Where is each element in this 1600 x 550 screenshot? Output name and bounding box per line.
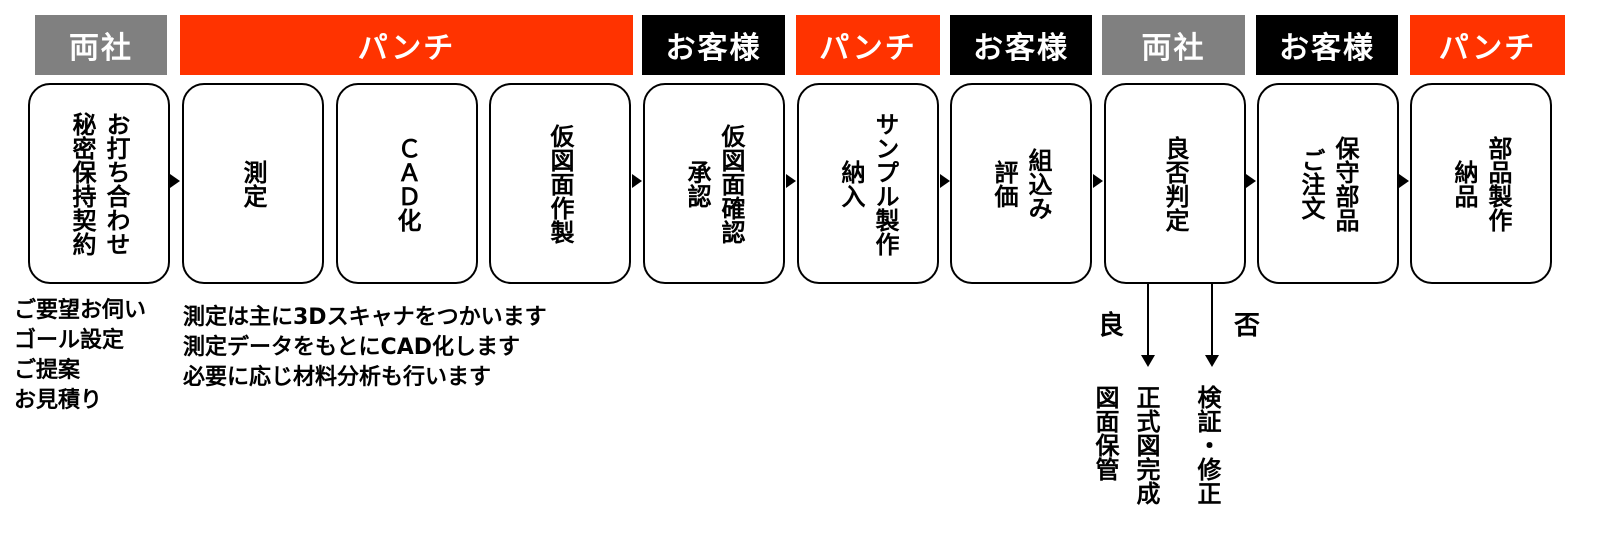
header-customer: お客様 (950, 15, 1092, 75)
arrow-right-icon (1399, 174, 1409, 188)
step-label: 組込み 評価 (990, 147, 1052, 220)
step-delivery: 部品製作 納品 (1410, 83, 1552, 284)
arrow-right-icon (1093, 174, 1103, 188)
step-cad: ＣＡＤ化 (336, 83, 478, 284)
step-sample: サンプル製作 納入 (797, 83, 939, 284)
step-label: 仮図面作製 (546, 123, 574, 244)
step-order: 保守部品 ご注文 (1257, 83, 1399, 284)
result-final-drawing: 正式図完成 (1132, 385, 1160, 505)
arrow-right-icon (170, 174, 180, 188)
arrow-down-good (1147, 282, 1149, 357)
step-label: 部品製作 納品 (1450, 135, 1512, 232)
header-both: 両社 (1102, 15, 1245, 75)
step-draft-approval: 仮図面確認 承認 (643, 83, 785, 284)
arrow-down-bad (1211, 282, 1213, 357)
step-label: 仮図面確認 承認 (683, 123, 745, 244)
result-verify-fix: 検証・修正 (1193, 385, 1221, 505)
header-customer: お客様 (1256, 15, 1398, 75)
arrow-right-icon (1246, 174, 1256, 188)
header-punch: パンチ (1410, 15, 1565, 75)
step-label: ＣＡＤ化 (393, 135, 421, 232)
step-label: サンプル製作 納入 (837, 111, 899, 256)
header-punch: パンチ (796, 15, 940, 75)
step-meeting: お打ち合わせ 秘密保持契約 (28, 83, 170, 284)
step-label: お打ち合わせ 秘密保持契約 (68, 111, 130, 256)
header-punch: パンチ (180, 15, 633, 75)
header-both: 両社 (35, 15, 167, 75)
header-customer: お客様 (642, 15, 785, 75)
note-measure: 測定は主に3Dスキャナをつかいます 測定データをもとにCAD化します 必要に応じ… (183, 305, 547, 390)
step-measure: 測定 (182, 83, 324, 284)
step-label: 良否判定 (1161, 135, 1189, 232)
arrow-down-icon (1205, 355, 1219, 367)
step-judgement: 良否判定 (1104, 83, 1246, 284)
arrow-right-icon (940, 174, 950, 188)
note-meeting: ご要望お伺い ゴール設定 ご提案 お見積り (14, 298, 147, 413)
arrow-down-icon (1141, 355, 1155, 367)
bad-label: 否 (1234, 311, 1261, 341)
good-label: 良 (1098, 311, 1125, 341)
result-drawing-storage: 図面保管 (1091, 385, 1119, 481)
arrow-right-icon (632, 174, 642, 188)
step-evaluation: 組込み 評価 (950, 83, 1092, 284)
step-label: 保守部品 ご注文 (1297, 135, 1359, 232)
arrow-right-icon (786, 174, 796, 188)
step-draft-drawing: 仮図面作製 (489, 83, 631, 284)
step-label: 測定 (239, 159, 267, 208)
